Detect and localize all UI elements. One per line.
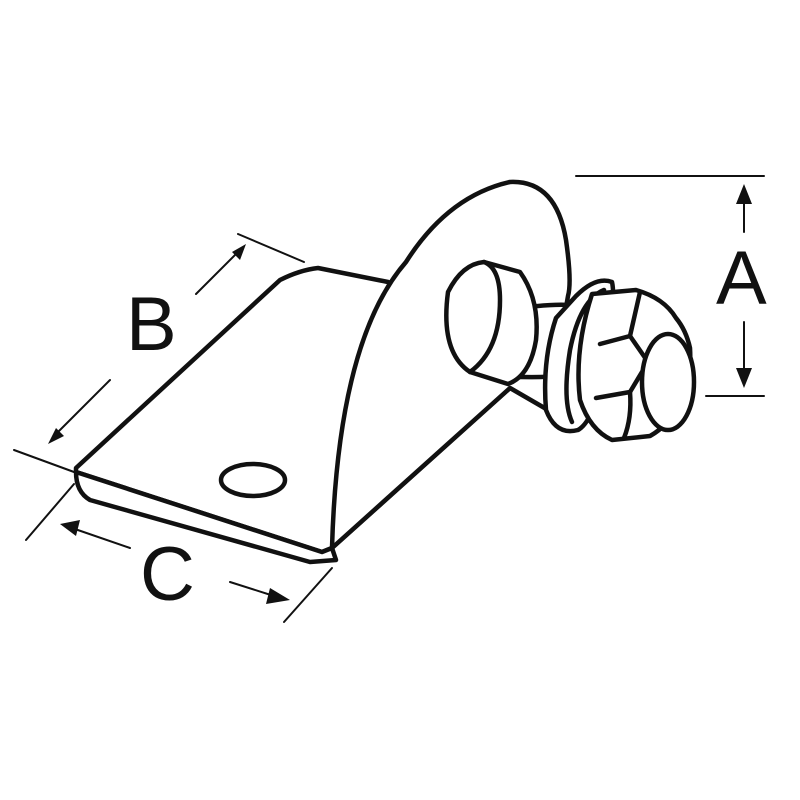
dimension-b-lower-line [53, 379, 111, 437]
dimension-a-label: A [716, 236, 767, 321]
dimension-c-left-line [71, 527, 131, 549]
dimension-a: A [575, 175, 767, 397]
dimension-c-right-arrow [266, 588, 290, 604]
dimension-b-down-arrow [48, 428, 64, 444]
hex-nut-facet-2 [627, 289, 643, 339]
stud-shoulder [444, 259, 539, 387]
nut-cap-dome [639, 331, 697, 433]
stud-shoulder-edge [467, 259, 503, 375]
dimension-c-right-extension [283, 567, 333, 623]
dimension-c-left-arrow [60, 520, 80, 536]
dimension-b-top-extension [237, 233, 305, 263]
dimension-a-down-arrow [736, 368, 752, 388]
dimension-b-bottom-extension [13, 449, 75, 473]
hex-nut [576, 287, 697, 443]
dimension-b-label: B [126, 282, 177, 367]
dimension-c-left-extension [25, 483, 75, 541]
dimension-c: C [25, 483, 333, 623]
dimension-b: B [13, 233, 305, 473]
hex-nut-facet-3 [621, 389, 633, 441]
dimension-c-right-line [229, 581, 275, 597]
base-plate-front-edge [73, 469, 339, 565]
dimension-b-up-arrow [232, 244, 246, 260]
dimension-c-label: C [140, 532, 195, 617]
dimension-b-upper-line [195, 251, 239, 295]
mounting-hole [218, 461, 288, 499]
dimension-a-up-arrow [736, 184, 752, 204]
